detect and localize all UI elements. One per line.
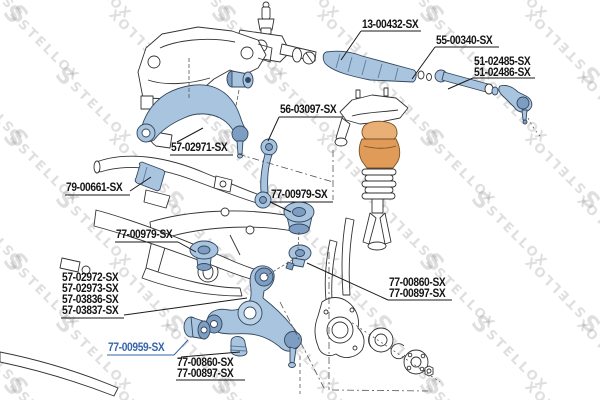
lower-mount-bushing (285, 244, 312, 271)
shock-boot (361, 168, 397, 200)
upper-control-arm (136, 84, 249, 159)
part-label-upper-control-arm: 57-02971-SX (171, 140, 228, 154)
part-label-steering-boot: 13-00432-SX (362, 17, 419, 31)
snap-ring (390, 343, 406, 360)
wheel-hub (403, 349, 429, 375)
part-label-stabilizer-link: 56-03097-SX (280, 102, 337, 116)
leader-lines (61, 30, 535, 381)
part-label-mount-bushing-1: 77-00860-SX (389, 275, 446, 289)
wheel-bearing (368, 327, 394, 353)
part-label-bump-stop-2: 77-00897-SX (177, 366, 234, 380)
upper-arm-bushing (226, 70, 254, 89)
part-label-subframe-bushing-left: 77-00979-SX (116, 227, 173, 241)
part-label-subframe-bushing-right: 77-00979-SX (271, 187, 328, 201)
stabilizer-bushing (134, 161, 166, 192)
part-label-front-bushing-highlighted[interactable]: 77-00959-SX (108, 340, 165, 354)
air-spring (358, 120, 401, 169)
tie-rod-end (498, 85, 533, 125)
part-label-tie-rod-end-1: 51-02485-SX (474, 54, 531, 68)
steering-rack-boot (322, 50, 432, 83)
subframe-bushing-left (189, 240, 219, 271)
steering-knuckle (314, 297, 365, 358)
part-label-mount-bushing-2: 77-00897-SX (389, 286, 446, 300)
hub-nut (424, 365, 434, 377)
part-label-lower-arm-3: 57-03836-SX (62, 292, 119, 306)
part-label-stabilizer-bushing: 79-00661-SX (66, 180, 123, 194)
lower-arm-front-bushing (183, 316, 211, 340)
part-label-lower-arm-2: 57-02973-SX (62, 281, 119, 295)
highlight-leader-line (107, 339, 189, 356)
bump-stop-bushing (229, 336, 248, 357)
part-label-lower-arm-4: 57-03837-SX (62, 303, 119, 317)
stabilizer-clamp-lower (143, 189, 171, 209)
part-label-inner-tie-rod: 55-00340-SX (436, 33, 493, 47)
shock-top-mount (334, 87, 409, 147)
part-label-lower-arm-1: 57-02972-SX (62, 270, 119, 284)
shock-fork (362, 198, 392, 251)
part-label-tie-rod-end-2: 51-02486-SX (474, 65, 531, 79)
knuckle-upper-arms (324, 217, 355, 301)
stabilizer-link (254, 138, 278, 209)
part-label-bump-stop-1: 77-00860-SX (177, 355, 234, 369)
steering-column-shaft (257, 1, 275, 35)
subframe-bushing-right (283, 201, 315, 235)
construction-lines (188, 58, 543, 394)
